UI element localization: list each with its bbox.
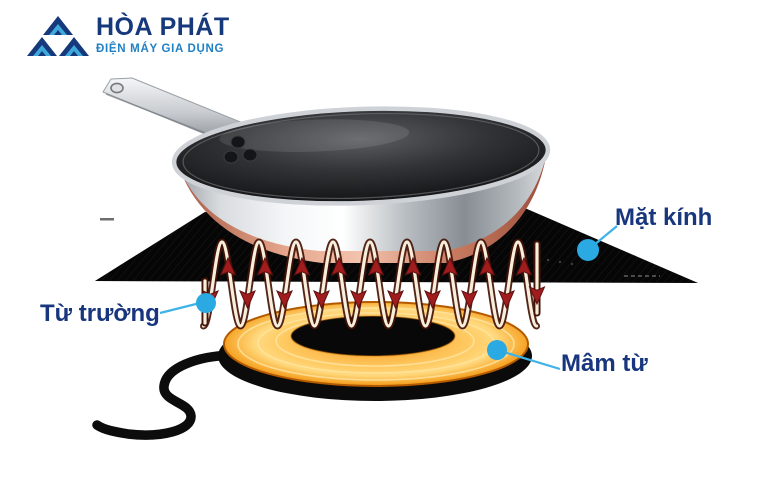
field-wave-line	[201, 240, 539, 328]
brand-tagline: ĐIỆN MÁY GIA DỤNG	[96, 43, 225, 56]
coil-center-hole	[290, 315, 456, 357]
brand-logo: HÒA PHÁT ĐIỆN MÁY GIA DỤNG	[27, 14, 230, 58]
coil-callout-dot	[487, 340, 507, 360]
logo-peak-top	[43, 16, 73, 35]
magnetic-field-wave	[200, 238, 545, 330]
pan-rivets	[223, 135, 258, 164]
power-cord	[92, 350, 238, 440]
label-glass-surface: Mặt kính	[615, 204, 713, 231]
frying-pan	[102, 77, 551, 263]
pan-rim	[171, 106, 551, 206]
coil-callout-line	[496, 348, 561, 371]
rim-reflection	[219, 119, 410, 152]
induction-coil	[218, 301, 532, 401]
logo-peak-left	[27, 37, 57, 56]
label-magnetic-field: Từ trường	[40, 300, 160, 327]
handle-hole	[110, 82, 124, 94]
brand-name: HÒA PHÁT	[96, 13, 230, 41]
callout-dots	[196, 239, 599, 360]
hoa-phat-logo-icon	[27, 16, 89, 56]
field-callout-dot	[196, 293, 216, 313]
label-induction-coil: Mâm từ	[561, 350, 648, 377]
logo-peak-right	[59, 37, 89, 56]
panel-marking	[100, 218, 114, 221]
glass-callout-dot	[577, 239, 599, 261]
